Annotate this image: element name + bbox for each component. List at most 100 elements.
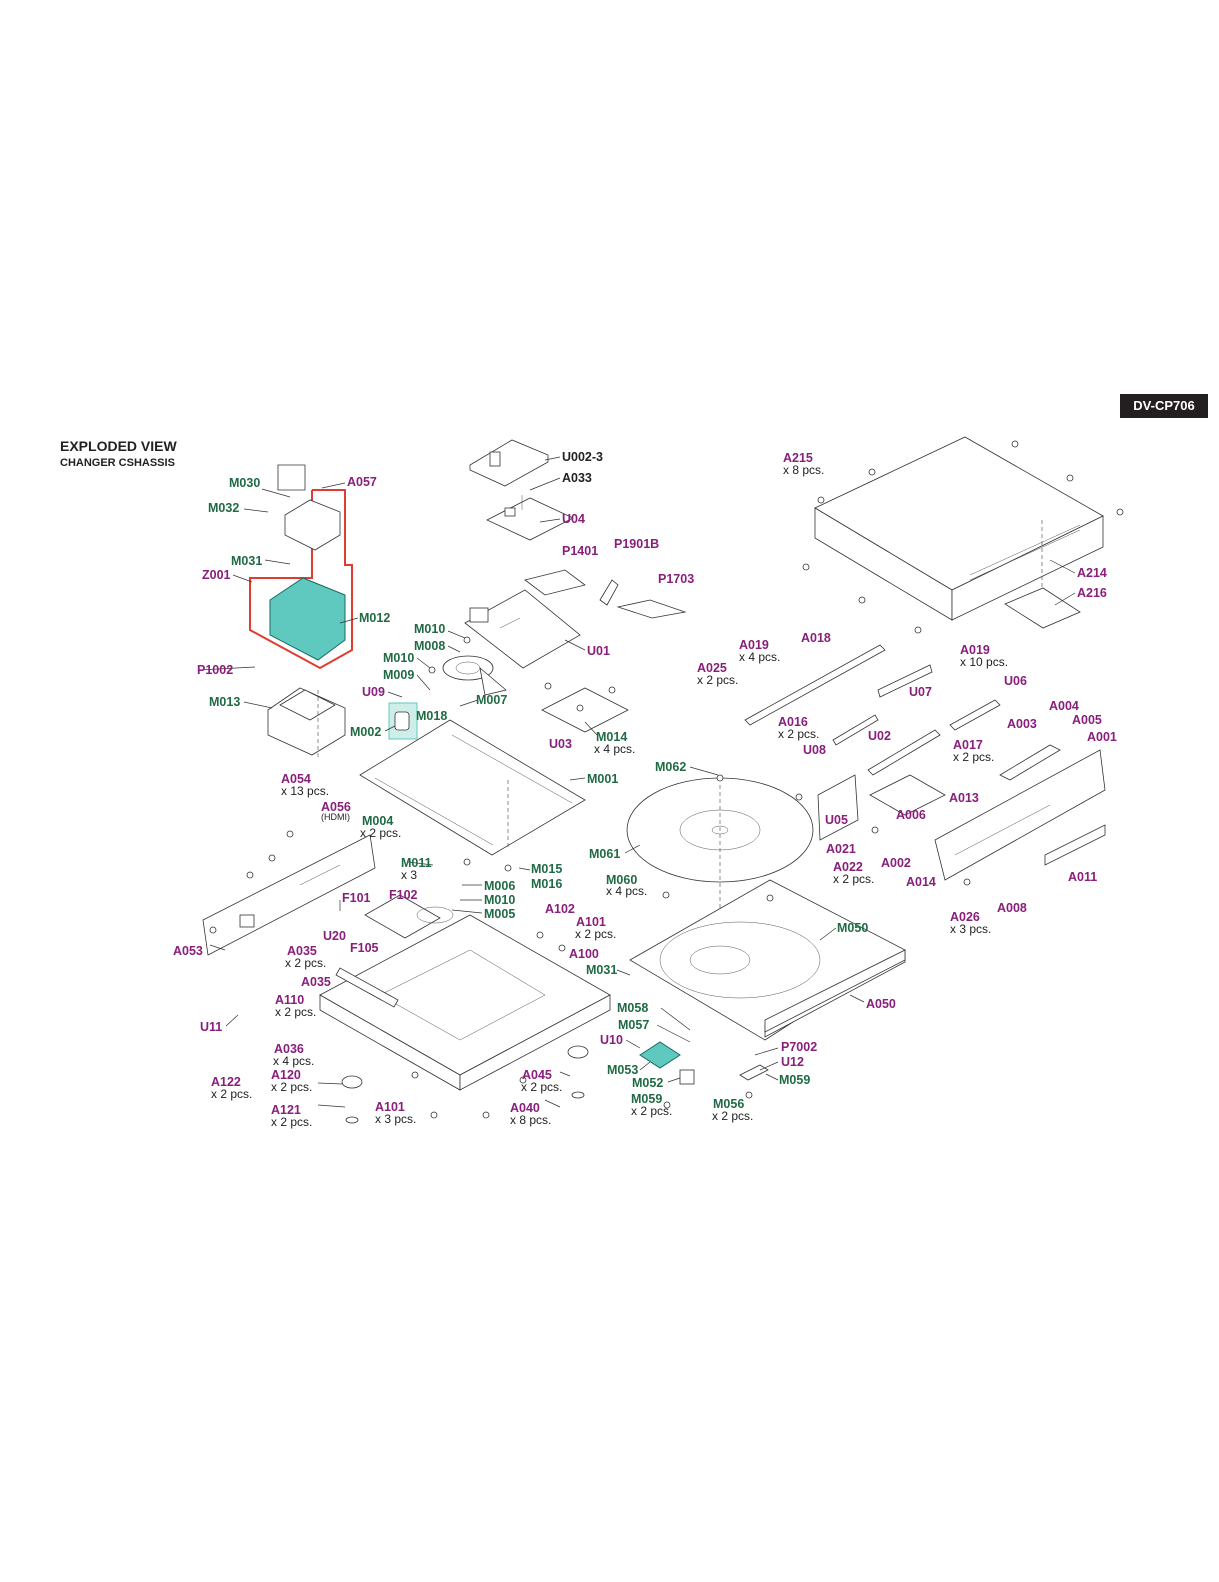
board-u04-part	[486, 495, 574, 541]
label-U03: U03	[549, 737, 572, 751]
label-A040: A040	[510, 1101, 540, 1115]
label-M030: M030	[229, 476, 260, 490]
label-M053: M053	[607, 1063, 638, 1077]
qty-M011: x 3	[401, 868, 417, 882]
cam-gear-part	[442, 655, 507, 696]
label-M059-a: M059	[779, 1073, 810, 1087]
label-M016: M016	[531, 877, 562, 891]
board-u03-part	[541, 687, 629, 733]
label-U20: U20	[323, 929, 346, 943]
label-P7002: P7002	[781, 1040, 817, 1054]
label-A002: A002	[881, 856, 911, 870]
label-U07: U07	[909, 685, 932, 699]
qty-A101-a: x 2 pcs.	[575, 927, 616, 941]
qty-A045: x 2 pcs.	[521, 1080, 562, 1094]
qty-M014: x 4 pcs.	[594, 742, 635, 756]
disc-tray-part	[626, 777, 814, 970]
label-M010-a: M010	[414, 622, 445, 636]
label-M062: M062	[655, 760, 686, 774]
label-A004: A004	[1049, 699, 1079, 713]
leader-lines	[199, 456, 1076, 1108]
model-badge: DV-CP706	[1120, 394, 1208, 418]
label-A013: A013	[949, 791, 979, 805]
label-M060: M060	[606, 873, 637, 887]
label-A215: A215	[783, 451, 813, 465]
label-A018: A018	[801, 631, 831, 645]
label-A050: A050	[866, 997, 896, 1011]
label-A101-b: A101	[375, 1100, 405, 1114]
boards-u02-u05-part	[817, 729, 946, 841]
part-labels: M030 A057 M032 M031 Z001 M012 P1002 M013…	[173, 450, 1117, 1129]
label-M013: M013	[209, 695, 240, 709]
label-M010-b: M010	[383, 651, 414, 665]
loader-assembly-outline	[249, 464, 353, 670]
main-chassis-part	[319, 914, 611, 1091]
qty-A026: x 3 pcs.	[950, 922, 991, 936]
motor-m002-part	[388, 702, 418, 740]
label-A057: A057	[347, 475, 377, 489]
label-M015: M015	[531, 862, 562, 876]
qty-A025: x 2 pcs.	[697, 673, 738, 687]
label-A006: A006	[896, 808, 926, 822]
qty-A036: x 4 pcs.	[273, 1054, 314, 1068]
label-A025: A025	[697, 661, 727, 675]
label-M031: M031	[231, 554, 262, 568]
button-board-part	[949, 699, 1061, 781]
qty-A120: x 2 pcs.	[271, 1080, 312, 1094]
page-title: EXPLODED VIEW	[60, 438, 177, 454]
label-M058: M058	[617, 1001, 648, 1015]
qty-A215: x 8 pcs.	[783, 463, 824, 477]
label-A045: A045	[522, 1068, 552, 1082]
label-A001: A001	[1087, 730, 1117, 744]
label-U09: U09	[362, 685, 385, 699]
label-A120: A120	[271, 1068, 301, 1082]
label-U05: U05	[825, 813, 848, 827]
label-F101: F101	[342, 891, 371, 905]
pickup-frame-part	[267, 687, 346, 760]
label-P1901B: P1901B	[614, 537, 659, 551]
bracket-u002-3-part	[469, 439, 549, 487]
label-U12: U12	[781, 1055, 804, 1069]
label-A008: A008	[997, 901, 1027, 915]
label-A016: A016	[778, 715, 808, 729]
top-cover-part	[814, 436, 1104, 629]
ribbon-cables-part	[524, 569, 687, 619]
label-A035-b: A035	[301, 975, 331, 989]
qty-A017: x 2 pcs.	[953, 750, 994, 764]
label-A053: A053	[173, 944, 203, 958]
note-A056: (HDMI)	[321, 812, 350, 822]
label-A021: A021	[826, 842, 856, 856]
label-A019-a: A019	[739, 638, 769, 652]
strip-a035-part	[335, 967, 399, 1008]
label-U002-3: U002-3	[562, 450, 603, 464]
qty-M056: x 2 pcs.	[712, 1109, 753, 1123]
label-A026: A026	[950, 910, 980, 924]
label-A003: A003	[1007, 717, 1037, 731]
label-M005: M005	[484, 907, 515, 921]
label-M010-c: M010	[484, 893, 515, 907]
label-A214: A214	[1077, 566, 1107, 580]
label-M009: M009	[383, 668, 414, 682]
label-A014: A014	[906, 875, 936, 889]
label-A056: A056	[321, 800, 351, 814]
label-M012: M012	[359, 611, 390, 625]
qty-A122: x 2 pcs.	[211, 1087, 252, 1101]
front-panel-part	[934, 749, 1106, 881]
label-M007: M007	[476, 693, 507, 707]
side-rail-a050-part	[764, 949, 906, 1033]
label-A054: A054	[281, 772, 311, 786]
label-M031-b: M031	[586, 963, 617, 977]
parts-illustration	[202, 436, 1124, 1124]
label-Z001: Z001	[202, 568, 231, 582]
label-F102: F102	[389, 888, 418, 902]
label-F105: F105	[350, 941, 379, 955]
label-A033: A033	[562, 471, 592, 485]
qty-A054: x 13 pcs.	[281, 784, 329, 798]
label-A005: A005	[1072, 713, 1102, 727]
label-U10: U10	[600, 1033, 623, 1047]
qty-A016: x 2 pcs.	[778, 727, 819, 741]
label-A110: A110	[275, 993, 304, 1007]
qty-M060: x 4 pcs.	[606, 884, 647, 898]
label-M001: M001	[587, 772, 618, 786]
